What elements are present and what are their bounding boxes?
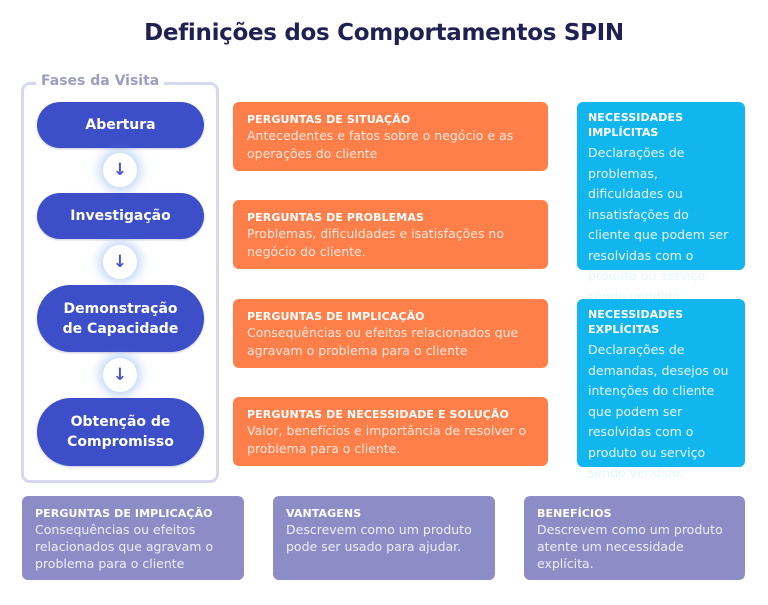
question-card-necessidade-solucao: PERGUNTAS DE NECESSIDADE E SOLUÇÃO Valor… bbox=[233, 397, 548, 466]
phase-label-line: Abertura bbox=[85, 117, 156, 133]
card-text: Descrevem como um produto atente um nece… bbox=[537, 522, 723, 571]
phase-label-line: Obtenção de bbox=[70, 414, 171, 430]
phase-obtencao: Obtenção de Compromisso bbox=[37, 398, 204, 466]
card-text: Consequências ou efeitos relacionados qu… bbox=[247, 325, 519, 358]
card-text: Valor, benefícios e importância de resol… bbox=[247, 423, 527, 456]
card-text: Declarações de problemas, dificuldades o… bbox=[588, 145, 729, 304]
card-title: PERGUNTAS DE IMPLICAÇÃO bbox=[35, 507, 213, 520]
question-card-problemas: PERGUNTAS DE PROBLEMAS Problemas, dificu… bbox=[233, 200, 548, 269]
question-card-situacao: PERGUNTAS DE SITUAÇÃO Antecedentes e fat… bbox=[233, 102, 548, 171]
phase-group-label: Fases da Visita bbox=[36, 73, 165, 89]
phase-label-line: de Capacidade bbox=[62, 320, 179, 337]
card-title: BENEFÍCIOS bbox=[537, 507, 612, 520]
arrow-down-icon: ↓ bbox=[103, 153, 137, 187]
card-title: VANTAGENS bbox=[286, 507, 362, 520]
phase-demonstracao: Demonstração de Capacidade bbox=[37, 285, 204, 352]
card-text: Consequências ou efeitos relacionados qu… bbox=[35, 522, 214, 571]
phase-abertura: Abertura bbox=[37, 102, 204, 148]
need-card-implicitas: NECESSIDADES IMPLÍCITAS Declarações de p… bbox=[577, 102, 745, 304]
card-title: PERGUNTAS DE NECESSIDADE E SOLUÇÃO bbox=[247, 408, 509, 421]
card-title: PERGUNTAS DE SITUAÇÃO bbox=[247, 113, 411, 126]
need-card-explicitas: NECESSIDADES EXPLÍCITAS Declarações de d… bbox=[577, 299, 745, 480]
bottom-card-beneficios: BENEFÍCIOS Descrevem como um produto ate… bbox=[524, 496, 745, 580]
question-card-implicacao: PERGUNTAS DE IMPLICAÇÃO Consequências ou… bbox=[233, 299, 548, 368]
page-title: Definições dos Comportamentos SPIN bbox=[144, 20, 624, 46]
bottom-card-implicacao: PERGUNTAS DE IMPLICAÇÃO Consequências ou… bbox=[22, 496, 244, 580]
card-title: PERGUNTAS DE IMPLICAÇÃO bbox=[247, 310, 425, 323]
card-text: Descrevem como um produto pode ser usado… bbox=[286, 522, 472, 554]
bottom-card-vantagens: VANTAGENS Descrevem como um produto pode… bbox=[273, 496, 495, 580]
card-text: Problemas, dificuldades e isatisfações n… bbox=[247, 226, 505, 259]
card-text: Antecedentes e fatos sobre o negócio e a… bbox=[247, 128, 514, 161]
arrow-down-icon: ↓ bbox=[103, 245, 137, 279]
card-title: PERGUNTAS DE PROBLEMAS bbox=[247, 211, 424, 224]
card-text: Declarações de demandas, desejos ou inte… bbox=[588, 342, 729, 480]
phase-label-line: Compromisso bbox=[67, 434, 174, 450]
card-title: NECESSIDADES EXPLÍCITAS bbox=[588, 308, 684, 336]
card-title: NECESSIDADES IMPLÍCITAS bbox=[588, 111, 684, 139]
phase-label-line: Demonstração bbox=[63, 300, 178, 317]
phase-label-line: Investigação bbox=[70, 208, 171, 224]
arrow-down-icon: ↓ bbox=[103, 358, 137, 392]
phase-investigacao: Investigação bbox=[37, 193, 204, 239]
